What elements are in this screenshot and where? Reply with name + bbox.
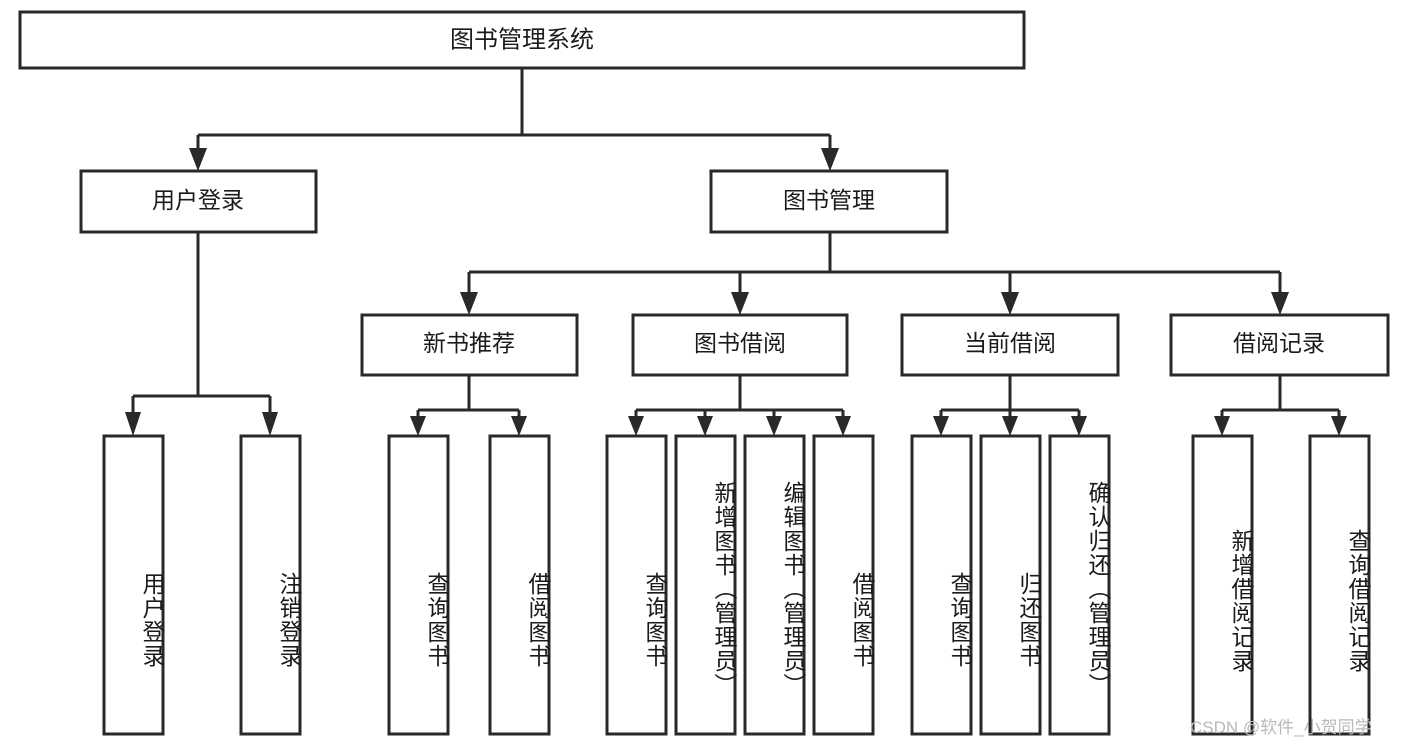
arrow-head-borrow-lend [835,416,851,436]
leaf-box-newbook-query-book[interactable] [387,434,450,736]
node-book-borrowing-label: 图书借阅 [694,330,786,356]
leaf-node-boxes [102,434,1371,736]
arrow-head-current-confirm [1071,416,1087,436]
arrow-head-borrow [731,292,749,315]
connector-root-to-level2 [189,68,839,171]
connector-userlogin-to-leaves [125,232,278,436]
leaf-box-current-query-book[interactable] [910,434,973,736]
arrow-head-newbook-query [410,416,426,436]
node-borrowing-record-box [1169,313,1390,377]
connector-current-to-leaves [933,375,1087,436]
node-borrowing-record[interactable]: 借阅记录 [1169,313,1390,377]
node-root-system-box [18,10,1026,70]
arrow-head-borrow-query [628,416,644,436]
node-root-system[interactable]: 图书管理系统 [18,10,1026,70]
arrow-head-book-mgmt [821,148,839,171]
leaf-box-borrow-add-book[interactable] [674,434,737,736]
node-book-management-label: 图书管理 [783,187,875,213]
node-borrowing-record-label: 借阅记录 [1233,330,1325,356]
leaf-box-record-add[interactable] [1191,434,1254,736]
node-new-book-recommendation-label: 新书推荐 [423,330,515,356]
leaf-box-borrow-query-book[interactable] [605,434,668,736]
node-book-management[interactable]: 图书管理 [709,169,949,234]
arrow-head-current [1001,292,1019,315]
node-current-borrowing[interactable]: 当前借阅 [900,313,1120,377]
arrow-head-leaf-user-login [125,412,141,436]
arrow-head-record-add [1214,416,1230,436]
leaf-box-borrow-edit-book[interactable] [743,434,806,736]
connector-bookmgmt-to-level3 [460,232,1289,315]
arrow-head-leaf-logout [262,412,278,436]
arrow-head-borrow-edit [766,416,782,436]
connector-newbook-to-leaves [410,375,527,436]
leaf-box-current-confirm-return[interactable] [1048,434,1111,736]
arrow-head-record-query [1331,416,1347,436]
arrow-head-current-query [933,416,949,436]
arrow-head-current-return [1002,416,1018,436]
node-new-book-recommendation[interactable]: 新书推荐 [360,313,579,377]
node-new-book-recommendation-box [360,313,579,377]
arrow-head-newbook [460,292,478,315]
node-root-system-label: 图书管理系统 [450,26,594,53]
connector-borrow-to-leaves [628,375,851,436]
node-current-borrowing-box [900,313,1120,377]
node-current-borrowing-label: 当前借阅 [964,330,1056,356]
leaf-box-user-login[interactable] [102,434,165,736]
leaf-box-logout[interactable] [239,434,302,736]
node-book-borrowing[interactable]: 图书借阅 [631,313,849,377]
arrow-head-newbook-borrow [511,416,527,436]
node-user-login-label: 用户登录 [152,187,244,213]
connector-record-to-leaves [1214,375,1347,436]
arrow-head-borrow-add [697,416,713,436]
arrow-head-user-login [189,148,207,171]
arrow-head-record [1271,292,1289,315]
leaf-box-borrow-lend-book[interactable] [812,434,875,736]
leaf-box-current-return-book[interactable] [979,434,1042,736]
node-book-borrowing-box [631,313,849,377]
csdn-watermark: CSDN @软件_小贺同学 [1190,718,1372,737]
leaf-box-newbook-borrow-book[interactable] [488,434,551,736]
node-user-login-box [79,169,318,234]
node-book-management-box [709,169,949,234]
leaf-box-record-query[interactable] [1308,434,1371,736]
node-user-login[interactable]: 用户登录 [79,169,318,234]
